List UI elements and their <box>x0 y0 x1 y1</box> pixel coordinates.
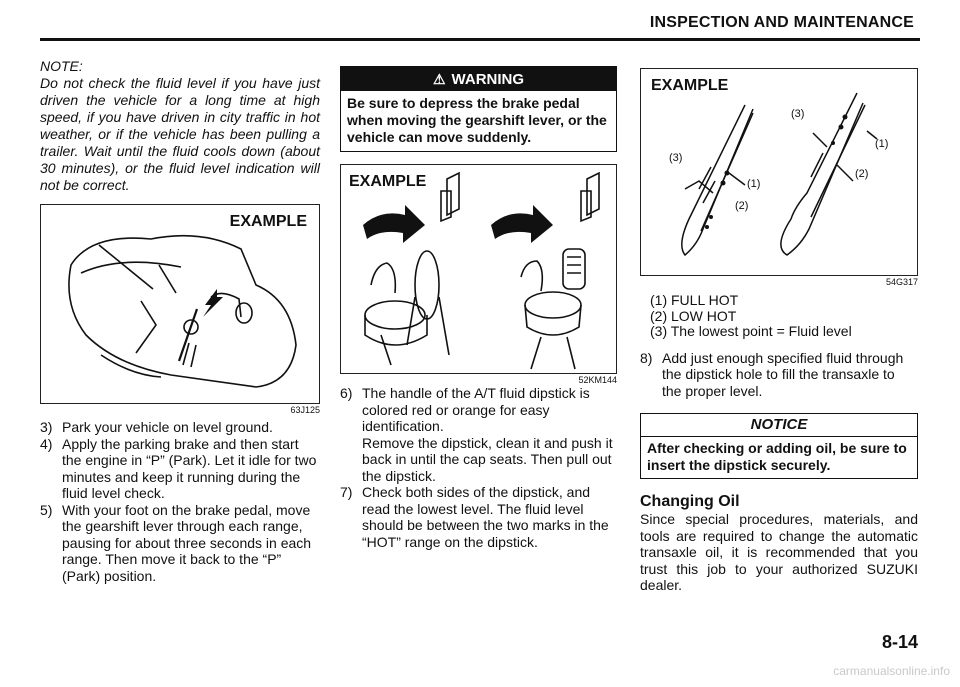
warning-text: Be sure to depress the brake pedal when … <box>347 95 607 145</box>
steps-list-right: 8)Add just enough specified fluid throug… <box>640 350 918 400</box>
engine-illustration <box>68 234 297 388</box>
legend-item: (3) The lowest point = Fluid level <box>650 323 852 339</box>
notice-text: After checking or adding oil, be sure to… <box>647 440 907 473</box>
section-title: Changing Oil <box>640 493 740 510</box>
steps-list-middle: 6)The handle of the A/T fluid dipstick i… <box>340 385 617 550</box>
figure-example-label: EXAMPLE <box>349 173 427 190</box>
callout-2a: (2) <box>735 200 748 212</box>
figure-example-label: EXAMPLE <box>651 77 729 94</box>
warning-box: ⚠ WARNING Be sure to depress the brake pe… <box>340 66 617 152</box>
warning-title: WARNING <box>451 71 525 88</box>
list-item: 8)Add just enough specified fluid throug… <box>640 349 904 399</box>
list-item: 3)Park your vehicle on level ground. <box>40 419 273 435</box>
column-left: NOTE: Do not check the fluid level if yo… <box>40 58 320 584</box>
dipstick-handle-illustration <box>363 171 600 370</box>
legend-item: (2) LOW HOT <box>650 307 737 324</box>
watermark: carmanualsonline.info <box>833 664 950 678</box>
page-number: 8-14 <box>881 632 918 652</box>
warning-header: ⚠ WARNING <box>341 67 616 91</box>
callout-1b: (1) <box>875 138 888 150</box>
callout-3b: (3) <box>791 108 804 120</box>
changing-oil-text: Since special procedures, materials, and… <box>640 511 918 593</box>
callout-3a: (3) <box>669 152 682 164</box>
legend-item: (1) FULL HOT <box>650 292 739 308</box>
callout-2b: (2) <box>855 168 868 180</box>
dipstick-level-figure: EXAMPLE (3) (1) <box>640 68 918 276</box>
engine-figure: EXAMPLE <box>40 204 320 404</box>
list-item: 5)With your foot on the brake pedal, mov… <box>40 501 312 584</box>
note-text: Do not check the fluid level if you have… <box>40 75 320 193</box>
figure-code: 52KM144 <box>578 375 617 385</box>
column-right: EXAMPLE (3) (1) <box>640 58 918 594</box>
figure-code: 54G317 <box>885 277 918 287</box>
warning-triangle-icon: ⚠ <box>432 71 446 87</box>
note-block: NOTE: Do not check the fluid level if yo… <box>40 58 320 194</box>
list-item: 4)Apply the parking brake and then start… <box>40 435 317 502</box>
notice-title: NOTICE <box>641 414 917 437</box>
header-rule <box>40 38 920 41</box>
dipstick-handle-figure: EXAMPLE <box>340 164 617 374</box>
dipstick-level-illustration: (3) (1) (2) (3) (1) (2) <box>669 92 888 257</box>
figure-code: 63J125 <box>290 405 320 415</box>
figure-example-label: EXAMPLE <box>229 213 307 230</box>
note-label: NOTE: <box>40 58 83 74</box>
notice-box: NOTICE After checking or adding oil, be … <box>640 413 918 479</box>
column-middle: ⚠ WARNING Be sure to depress the brake pe… <box>340 58 617 550</box>
callout-legend: (1) FULL HOT (2) LOW HOT (3) The lowest … <box>650 292 918 340</box>
list-item: 7)Check both sides of the dipstick, and … <box>340 484 609 550</box>
page-header-title: INSPECTION AND MAINTENANCE <box>649 14 914 31</box>
list-item: 6)The handle of the A/T fluid dipstick i… <box>340 385 613 484</box>
steps-list-left: 3)Park your vehicle on level ground. 4)A… <box>40 419 320 584</box>
callout-1a: (1) <box>747 178 760 190</box>
